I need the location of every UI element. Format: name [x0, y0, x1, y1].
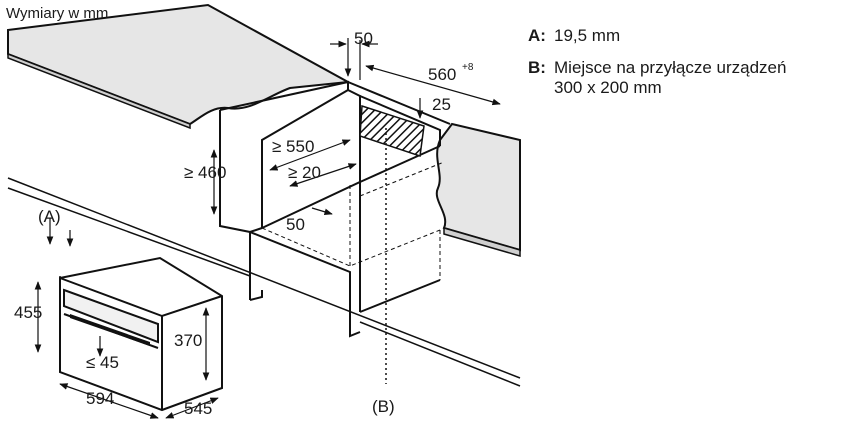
niche-cabinet	[219, 80, 451, 338]
dim-oven-width: 594	[86, 389, 114, 408]
dim-niche-depth-tolerance: +8	[462, 62, 474, 73]
dim-min-gap: ≥ 20	[288, 163, 321, 182]
dim-connection-offset: 25	[432, 95, 451, 114]
countertop-left-edge	[7, 52, 191, 130]
dim-min-depth: ≥ 550	[272, 137, 314, 156]
legend-item-b: B: Miejsce na przyłącze urządzeń 300 x 2…	[528, 58, 844, 98]
connection-area-b	[359, 104, 425, 157]
callout-b-label: (B)	[372, 397, 395, 416]
countertop-left	[7, 3, 352, 126]
units-heading: Wymiary w mm	[6, 5, 108, 22]
niche-hidden-lines	[261, 161, 445, 280]
plinth-line	[7, 177, 521, 379]
legend-key-b: B:	[528, 58, 546, 77]
plinth-line-lower	[7, 187, 251, 277]
legend-text-b: Miejsce na przyłącze urządzeń 300 x 200 …	[554, 58, 787, 97]
dim-door-gap: ≤ 45	[86, 353, 119, 372]
plinth-line-right	[359, 321, 521, 387]
legend: A: 19,5 mm B: Miejsce na przyłącze urząd…	[528, 26, 844, 110]
dim-min-height: ≥ 460	[184, 163, 226, 182]
dim-shelf-gap: 50	[286, 215, 305, 234]
legend-key-a: A:	[528, 26, 546, 45]
dim-oven-body-height: 370	[174, 331, 202, 350]
dim-niche-depth: 560	[428, 65, 456, 84]
dim-niche-top-gap: 50	[354, 29, 373, 48]
oven-handle	[70, 314, 150, 346]
callout-a-label: (A)	[38, 207, 61, 226]
legend-text-a: 19,5 mm	[554, 26, 621, 45]
dimension-lines	[34, 38, 501, 419]
countertop-right-edge	[443, 227, 521, 257]
oven	[59, 256, 223, 412]
dim-oven-depth: 545	[184, 399, 212, 418]
legend-item-a: A: 19,5 mm	[528, 26, 844, 46]
dim-oven-height: 455	[14, 303, 42, 322]
